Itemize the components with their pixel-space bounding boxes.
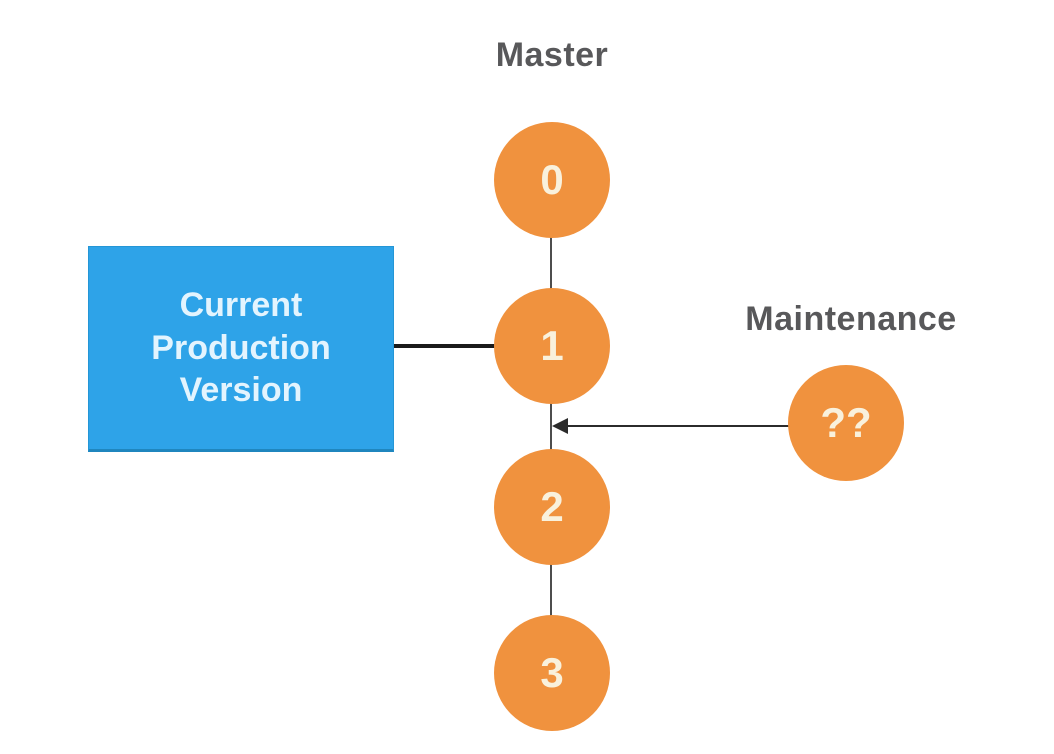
commit-node-3-label: 3: [540, 649, 564, 696]
maintenance-commit-node: ??: [788, 365, 904, 481]
maintenance-branch-label: Maintenance: [745, 300, 957, 338]
arrowhead-left-icon: [552, 418, 568, 434]
maintenance-merge-arrow-line: [566, 425, 790, 427]
commit-node-0-label: 0: [540, 156, 564, 203]
master-branch-label: Master: [495, 36, 609, 74]
current-production-version-box: Current Production Version: [88, 246, 394, 452]
maintenance-commit-node-label: ??: [820, 399, 872, 446]
production-connector-line: [392, 344, 502, 348]
commit-node-1-label: 1: [540, 322, 564, 369]
commit-node-0: 0: [494, 122, 610, 238]
commit-node-2: 2: [494, 449, 610, 565]
commit-node-3: 3: [494, 615, 610, 731]
master-trunk-line: [550, 180, 552, 673]
current-production-version-label: Current Production Version: [151, 285, 331, 410]
commit-node-2-label: 2: [540, 483, 564, 530]
commit-node-1: 1: [494, 288, 610, 404]
